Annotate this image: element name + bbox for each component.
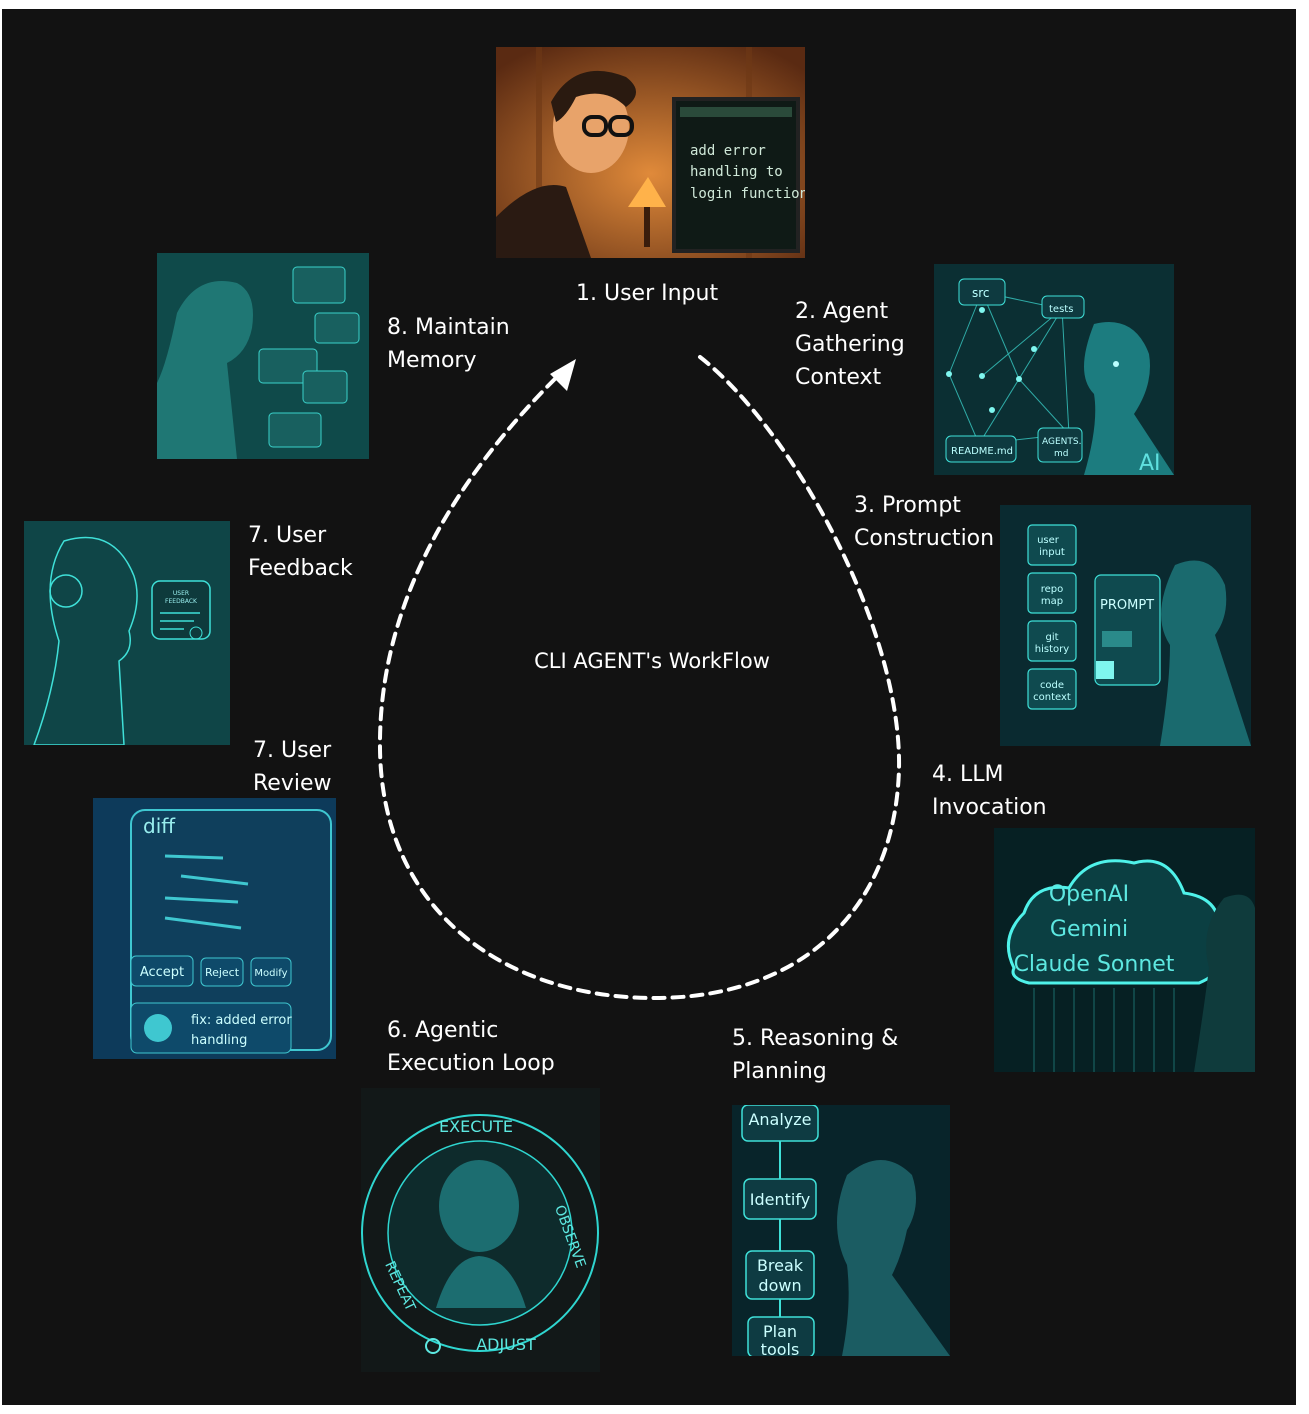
svg-text:map: map (1041, 596, 1063, 607)
prompt-construction-illustration: user input repo map git history code con… (1000, 505, 1251, 746)
step-label-maintain-memory: 8. Maintain Memory (387, 315, 510, 373)
svg-text:git: git (1045, 632, 1058, 643)
svg-text:input: input (1039, 547, 1065, 558)
user-feedback-illustration: USER FEEDBACK (24, 521, 230, 745)
context-graph-illustration: src tests README.md AGENTS. md AI (934, 264, 1174, 475)
svg-text:history: history (1035, 644, 1069, 655)
reasoning-illustration: Analyze Identify Break down Plan tools (732, 1105, 950, 1356)
svg-text:tools: tools (761, 1340, 800, 1356)
step-label-user-review: 7. User Review (253, 738, 332, 796)
svg-text:FEEDBACK: FEEDBACK (165, 598, 198, 605)
loop-word-execute: EXECUTE (439, 1117, 513, 1136)
step-label-user-feedback: 7. User Feedback (248, 523, 353, 581)
prompt-panel-title: PROMPT (1100, 598, 1154, 613)
svg-text:repo: repo (1041, 584, 1064, 595)
corner-ai-text: AI (1139, 451, 1161, 475)
llm-model-gemini: Gemini (1050, 917, 1128, 942)
loop-word-adjust: ADJUST (476, 1335, 536, 1354)
step-label-execution-loop: 6. Agentic Execution Loop (387, 1018, 555, 1076)
user-input-illustration: add error handling to login function (496, 47, 805, 258)
review-modify-text: Modify (254, 968, 287, 979)
node-readme: README.md (951, 446, 1013, 457)
diagram-canvas: CLI AGENT's WorkFlow 1. User Input 2. Ag… (2, 9, 1296, 1405)
cycle-arrow (377, 355, 902, 1001)
step-label-gathering-context: 2. Agent Gathering Context (795, 299, 905, 390)
svg-text:context: context (1033, 692, 1071, 703)
terminal-line-1: add error (690, 143, 766, 159)
svg-text:down: down (758, 1276, 801, 1295)
maintain-memory-illustration (157, 253, 369, 459)
reasoning-step-analyze: Analyze (748, 1110, 811, 1129)
svg-text:user: user (1037, 535, 1060, 546)
diagram-title: CLI AGENT's WorkFlow (534, 649, 770, 673)
review-accept-text: Accept (140, 965, 184, 980)
llm-model-openai: OpenAI (1049, 882, 1129, 907)
step-label-user-input: 1. User Input (576, 281, 719, 306)
svg-text:code: code (1040, 680, 1064, 691)
step-label-prompt-construction: 3. Prompt Construction (854, 493, 995, 551)
review-diff-header: diff (143, 814, 176, 838)
user-review-illustration: diff Accept Reject Modify fix: added err… (93, 798, 336, 1059)
svg-text:AGENTS.: AGENTS. (1042, 437, 1081, 447)
review-reject-text: Reject (205, 966, 240, 979)
svg-text:Plan: Plan (763, 1322, 797, 1341)
terminal-line-2: handling to (690, 164, 783, 180)
step-label-reasoning-planning: 5. Reasoning & Planning (732, 1026, 899, 1084)
cycle-path (377, 355, 902, 1001)
cycle-arrowhead (550, 359, 576, 391)
llm-model-claude: Claude Sonnet (1014, 952, 1175, 977)
svg-text:USER: USER (173, 590, 189, 597)
reasoning-step-identify: Identify (750, 1190, 810, 1209)
svg-text:handling: handling (191, 1033, 247, 1048)
node-src: src (972, 286, 990, 300)
svg-text:md: md (1054, 449, 1068, 459)
step-label-llm-invocation: 4. LLM Invocation (932, 762, 1047, 820)
llm-cloud-illustration: OpenAI Gemini Claude Sonnet (994, 828, 1255, 1072)
svg-text:Break: Break (757, 1256, 804, 1275)
svg-text:fix: added error: fix: added error (191, 1013, 292, 1028)
execution-loop-illustration: EXECUTE OBSERVE ADJUST REPEAT (361, 1088, 600, 1372)
terminal-line-3: login function (690, 186, 805, 202)
node-tests: tests (1049, 304, 1073, 315)
